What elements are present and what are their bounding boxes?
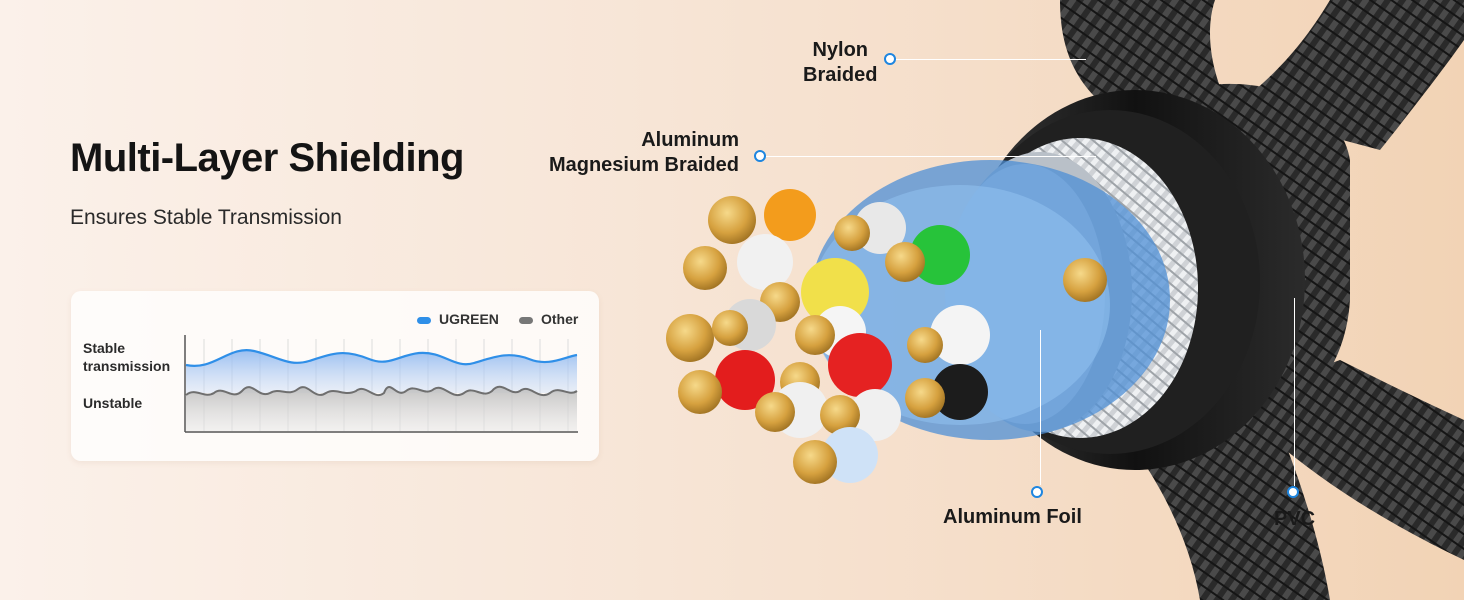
- callout-line-pvc: [1294, 298, 1295, 486]
- callout-dot-foil: [1031, 486, 1043, 498]
- callout-nylon-line1: Nylon: [812, 39, 869, 61]
- callout-aluminum-line2: Magnesium Braided: [548, 154, 739, 176]
- legend-swatch-other: [519, 316, 533, 324]
- callout-nylon-braided: Nylon Braided: [803, 38, 877, 88]
- row-label-unstable: Unstable: [83, 395, 143, 411]
- row-label-stable-line2: transmission: [83, 358, 171, 374]
- callout-line-nylon: [896, 59, 1086, 60]
- page-subtitle: Ensures Stable Transmission: [70, 206, 342, 229]
- legend-label-other: Other: [541, 311, 579, 327]
- callout-dot-aluminum: [754, 150, 766, 162]
- page-title: Multi-Layer Shielding: [70, 136, 464, 180]
- callout-aluminum-line1: Aluminum: [641, 129, 739, 151]
- callout-aluminum-magnesium: Aluminum Magnesium Braided: [545, 128, 739, 178]
- callout-dot-pvc: [1287, 486, 1299, 498]
- legend-item-other: Other: [519, 311, 578, 327]
- callout-aluminum-foil: Aluminum Foil: [943, 506, 1082, 528]
- signal-chart: [184, 335, 578, 433]
- callout-line-aluminum: [766, 156, 1096, 157]
- legend-label-ugreen: UGREEN: [439, 311, 499, 327]
- legend-item-ugreen: UGREEN: [417, 311, 499, 327]
- callout-dot-nylon: [884, 53, 896, 65]
- row-label-stable: Stable transmission: [83, 339, 170, 375]
- ugreen-wave: [185, 349, 578, 368]
- legend-swatch-ugreen: [417, 316, 431, 324]
- callout-line-foil: [1040, 330, 1041, 485]
- other-wave: [185, 385, 578, 396]
- comparison-card: UGREEN Other Stable transmission Unstabl…: [71, 291, 599, 461]
- callout-pvc: PVC: [1274, 508, 1316, 530]
- other-wave-fill: [186, 386, 577, 431]
- row-label-stable-line1: Stable: [83, 340, 126, 356]
- callout-nylon-line2: Braided: [803, 64, 878, 86]
